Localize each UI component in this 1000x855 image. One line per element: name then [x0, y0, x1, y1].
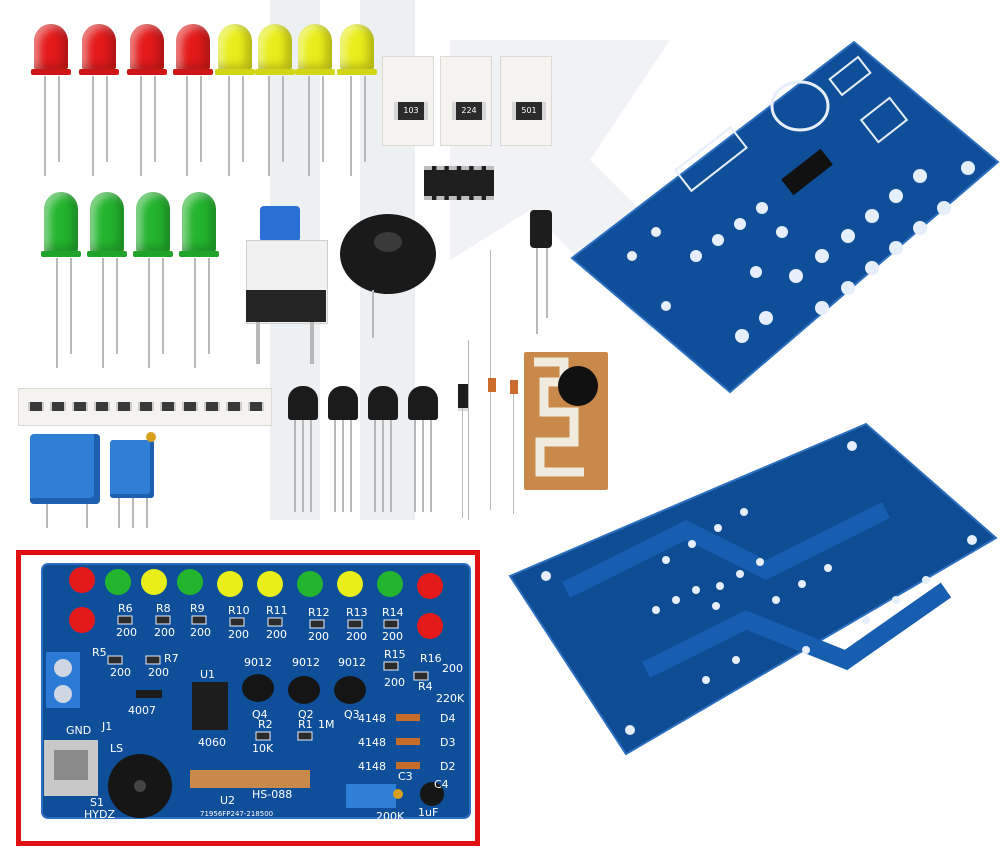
transistor-1 — [288, 386, 318, 420]
led-yellow-1 — [218, 24, 252, 70]
smd-resistor-1: 103 — [394, 102, 428, 120]
label-200-j: 200 — [148, 666, 169, 679]
label-r15-200: 200 — [384, 676, 405, 689]
label-r6: R6 — [118, 602, 133, 615]
label-r1: R1 — [298, 718, 313, 731]
label-serial: 71956FP247-218500 — [200, 810, 273, 818]
label-q4: Q4 — [252, 708, 268, 721]
smd-resistor-3: 501 — [512, 102, 546, 120]
label-9012-c: 9012 — [338, 656, 366, 669]
label-u1: U1 — [200, 668, 215, 681]
label-4148-a: 4148 — [358, 712, 386, 725]
label-9012-a: 9012 — [244, 656, 272, 669]
label-200-c: 200 — [190, 626, 211, 639]
label-d3: D3 — [440, 736, 455, 749]
label-d4: D4 — [440, 712, 455, 725]
label-hydz: HYDZ — [84, 808, 115, 821]
label-r11: R11 — [266, 604, 288, 617]
assembled-board-highlight — [16, 550, 480, 846]
led-yellow-4 — [340, 24, 374, 70]
led-green-2 — [90, 192, 124, 252]
label-9012-b: 9012 — [292, 656, 320, 669]
transistor-3 — [368, 386, 398, 420]
led-yellow-2 — [258, 24, 292, 70]
label-s1: S1 — [90, 796, 104, 809]
label-r7: R7 — [164, 652, 179, 665]
label-r10: R10 — [228, 604, 250, 617]
label-200-f: 200 — [308, 630, 329, 643]
label-r15: R15 — [384, 648, 406, 661]
label-10k: 10K — [252, 742, 274, 755]
label-hs088: HS-088 — [252, 788, 292, 801]
pcb-back — [508, 422, 998, 756]
led-red-4 — [176, 24, 210, 70]
label-q3: Q3 — [344, 708, 360, 721]
sound-module-board — [524, 352, 608, 490]
label-r2: R2 — [258, 718, 273, 731]
transistor-4 — [408, 386, 438, 420]
label-4007: 4007 — [128, 704, 156, 717]
label-1m: 1M — [318, 718, 335, 731]
pcb-front — [570, 40, 1000, 394]
label-200-h: 200 — [382, 630, 403, 643]
label-gnd: GND — [66, 724, 91, 737]
label-200k: 200K — [376, 810, 405, 823]
label-q2: Q2 — [298, 708, 314, 721]
led-yellow-3 — [298, 24, 332, 70]
led-green-4 — [182, 192, 216, 252]
label-200-e: 200 — [266, 628, 287, 641]
label-1uf: 1uF — [418, 806, 438, 819]
label-r12: R12 — [308, 606, 330, 619]
label-ls: LS — [110, 742, 123, 755]
led-red-3 — [130, 24, 164, 70]
led-green-3 — [136, 192, 170, 252]
label-200-i: 200 — [110, 666, 131, 679]
label-4060: 4060 — [198, 736, 226, 749]
label-d2: D2 — [440, 760, 455, 773]
label-r16: R16 — [420, 652, 442, 665]
label-4148-c: 4148 — [358, 760, 386, 773]
label-r4: R4 — [418, 680, 433, 693]
label-r14: R14 — [382, 606, 404, 619]
label-r8: R8 — [156, 602, 171, 615]
label-r5: R5 — [92, 646, 107, 659]
assembled-board: R6 R8 R9 R10 R11 R12 R13 R14 200 200 200… — [41, 563, 471, 823]
label-r16-200: 200 — [442, 662, 463, 675]
ic-chip — [424, 166, 494, 200]
smd-resistor-2: 224 — [452, 102, 486, 120]
label-j1: J1 — [101, 720, 112, 733]
label-220k: 220K — [436, 692, 465, 705]
led-red-2 — [82, 24, 116, 70]
label-200-d: 200 — [228, 628, 249, 641]
label-c4: C4 — [434, 778, 449, 791]
label-r13: R13 — [346, 606, 368, 619]
led-green-1 — [44, 192, 78, 252]
label-r9: R9 — [190, 602, 205, 615]
led-red-1 — [34, 24, 68, 70]
transistor-2 — [328, 386, 358, 420]
label-c3: C3 — [398, 770, 413, 783]
label-u2: U2 — [220, 794, 235, 807]
label-200-b: 200 — [154, 626, 175, 639]
label-200-g: 200 — [346, 630, 367, 643]
label-4148-b: 4148 — [358, 736, 386, 749]
label-200-a: 200 — [116, 626, 137, 639]
